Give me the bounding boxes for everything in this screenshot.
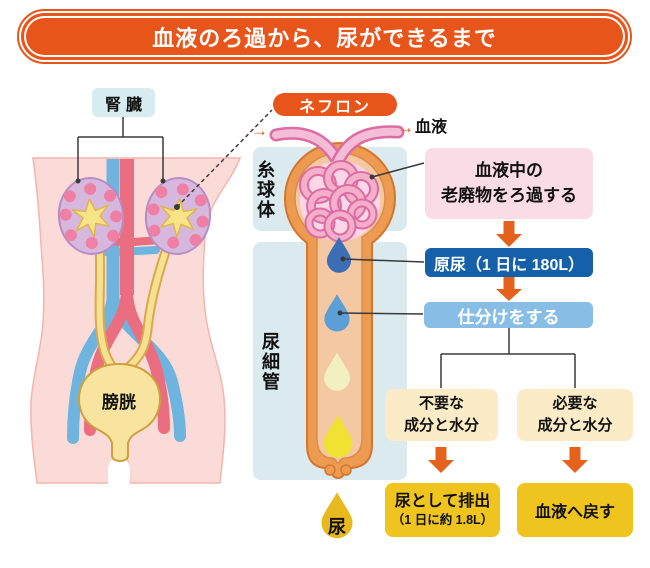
torso-illustration bbox=[30, 157, 242, 484]
flow-arrow-down bbox=[496, 221, 522, 247]
primary-urine-box: 原尿（1 日に 180L） bbox=[425, 248, 593, 277]
tubule-lip-right bbox=[340, 464, 352, 476]
title-banner: 血液のろ過から、尿ができるまで bbox=[17, 9, 632, 64]
page-title: 血液のろ過から、尿ができるまで bbox=[152, 25, 497, 51]
needed-components-box: 必要な 成分と水分 bbox=[517, 389, 633, 441]
glomerulus bbox=[299, 160, 380, 243]
drop-yellow bbox=[323, 415, 353, 458]
flow-arrow-down bbox=[562, 447, 588, 473]
filter-box: 血液中の 老廃物をろ過する bbox=[425, 148, 593, 219]
flow-arrows bbox=[428, 221, 588, 473]
tubule-drops bbox=[323, 237, 353, 458]
unneeded-components-box: 不要な 成分と水分 bbox=[385, 389, 498, 441]
nephron-label: ネフロン bbox=[273, 93, 397, 116]
drop-cream bbox=[324, 352, 350, 391]
urine-drop bbox=[321, 492, 353, 539]
blood-outflow-arrow-icon: → bbox=[397, 118, 414, 137]
drop-sorted bbox=[324, 294, 350, 332]
crotch-notch bbox=[108, 457, 130, 484]
return-to-blood-box: 血液へ戻す bbox=[517, 483, 633, 537]
kidney-right bbox=[144, 177, 212, 255]
nephron-illustration bbox=[269, 125, 405, 539]
glomerulus-label: 糸球体 bbox=[255, 160, 275, 220]
bladder-label: 膀胱 bbox=[102, 393, 136, 412]
excrete-as-urine-box: 尿として排出 （1 日に約 1.8L） bbox=[385, 483, 500, 537]
tubule-lip-left bbox=[324, 464, 336, 476]
flow-arrow-down bbox=[428, 447, 454, 473]
urine-label: 尿 bbox=[328, 517, 346, 537]
sorting-box: 仕分けをする bbox=[424, 302, 593, 328]
blood-label: 血液 bbox=[415, 118, 448, 136]
blood-outflow-label: → 血液 bbox=[397, 119, 447, 136]
kidney-left bbox=[57, 177, 125, 255]
drop-primary-urine bbox=[326, 237, 352, 273]
bladder-shape bbox=[77, 362, 162, 463]
tubule-label: 尿細管 bbox=[260, 332, 280, 392]
flow-arrow-down bbox=[496, 277, 522, 301]
kidney-label: 腎臓 bbox=[92, 88, 155, 117]
connector-lines bbox=[75, 109, 576, 388]
blood-inflow-arrow-icon: → bbox=[251, 121, 268, 140]
